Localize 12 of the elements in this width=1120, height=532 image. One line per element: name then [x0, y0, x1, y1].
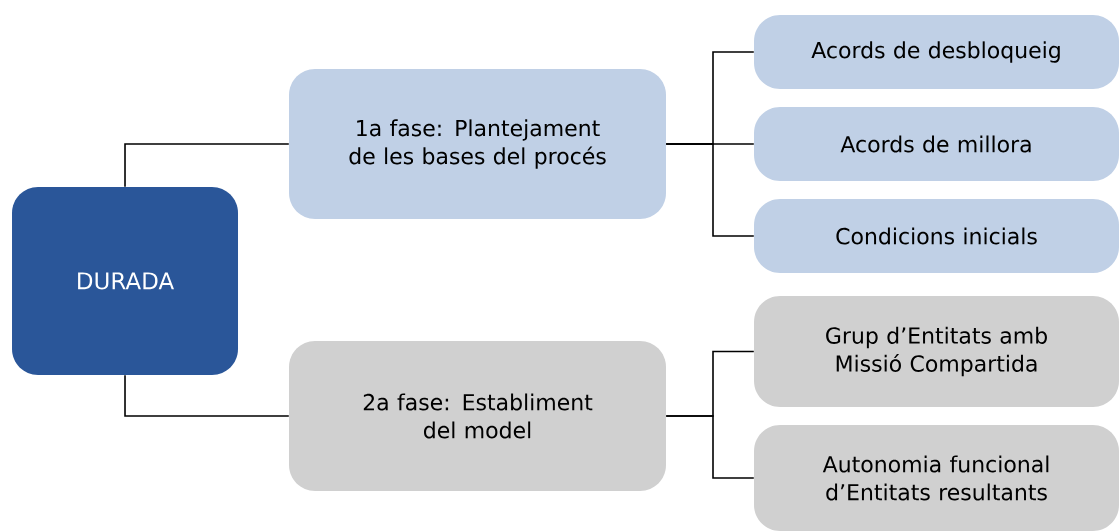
item-box: Acords de desbloqueig [754, 15, 1119, 89]
item-box: Grup d’Entitats amb Missió Compartida [754, 296, 1119, 407]
item-box: Condicions inicials [754, 199, 1119, 273]
phase-box: 2a fase: Establiment del model [289, 341, 666, 491]
phase-box: 1a fase: Plantejament de les bases del procés [289, 69, 666, 219]
connector [665, 415, 755, 479]
connector [124, 374, 290, 417]
item-box: Acords de millora [754, 107, 1119, 181]
connector [665, 143, 755, 237]
connector [124, 143, 290, 188]
item-box: Autonomia funcional d’Entitats resultants [754, 425, 1119, 531]
root-box: DURADA [12, 187, 238, 375]
